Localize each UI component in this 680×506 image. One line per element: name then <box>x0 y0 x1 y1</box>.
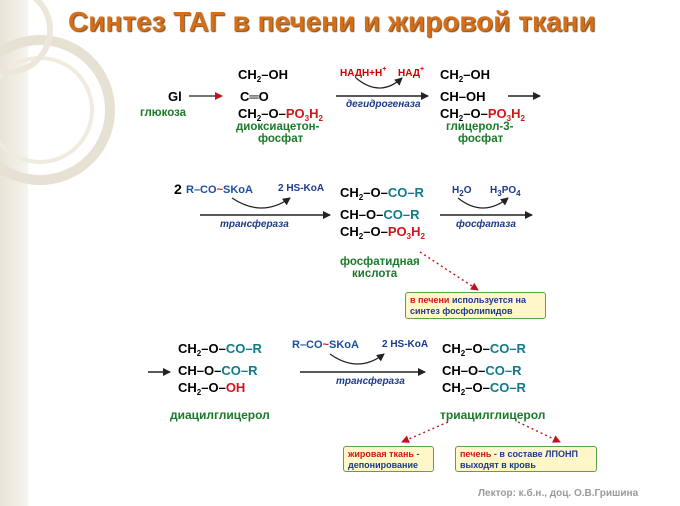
h3po4-label: H3PO4 <box>490 185 521 198</box>
nadh-label: НАДН+Н+ <box>340 66 387 79</box>
adipose-note: жировая ткань - депонирование <box>343 446 434 472</box>
phospholipid-note: в печени используется на синтез фосфолип… <box>405 292 546 319</box>
dhap-c2: C═O <box>240 89 269 104</box>
g3p-structure: CH2–OH CH–OH CH2–O–PO3H2 <box>440 66 525 127</box>
phosphatase-label: фосфатаза <box>456 219 516 230</box>
g3p-label-1: глицерол-3- <box>446 121 514 133</box>
note-rest: используется на <box>449 295 526 305</box>
tag-structure: CH2–O–CO–R CH–O–CO–R CH2–O–CO–R <box>442 340 526 401</box>
g3p-c1: CH2–OH <box>440 67 490 84</box>
transferase-label-1: трансфераза <box>220 219 289 230</box>
arrow-to-adipose <box>401 421 449 443</box>
dhap-label-2: фосфат <box>258 133 304 145</box>
dag-label: диацилглицерол <box>170 408 270 422</box>
pa-label-1: фосфатидная <box>340 256 420 268</box>
coef-2: 2 <box>174 181 182 197</box>
tag-c3: CH2–O–CO–R <box>442 380 526 397</box>
arrow-nadh-curve <box>355 77 403 89</box>
dag-c1: CH2–O–CO–R <box>178 341 262 358</box>
g3p-c2: CH–OH <box>440 89 486 104</box>
tag-c1: CH2–O–CO–R <box>442 341 526 358</box>
arrow-to-liver <box>517 421 561 443</box>
acyl-coa-1: R–CO~SKoA <box>186 184 253 196</box>
nad-label: НАД+ <box>398 66 425 79</box>
left-strip <box>0 0 28 506</box>
liver-mid: - в составе ЛПОНП <box>491 449 578 459</box>
dag-c2: CH–O–CO–R <box>178 363 258 378</box>
dhap-label-1: диоксиацетон- <box>236 121 320 133</box>
slide-title: Синтез ТАГ в печени и жировой ткани <box>68 6 596 37</box>
water-label: H2O <box>452 185 472 198</box>
hskoa-label-2: 2 HS-KoA <box>382 339 429 350</box>
arrow-to-phospholipid-note <box>419 251 479 291</box>
pa-c3: CH2–O–PO3H2 <box>340 224 425 241</box>
tag-c2: CH–O–CO–R <box>442 363 522 378</box>
pa-label-2: кислота <box>352 268 398 280</box>
gl-label: Gl <box>168 89 182 104</box>
footer-lecturer: Лектор: к.б.н., доц. О.В.Гришина <box>478 488 639 499</box>
adipose-line2: депонирование <box>348 460 419 470</box>
arrow-hskoa-curve-2 <box>329 353 385 365</box>
decor-ring-large <box>0 35 115 185</box>
pa-c2: CH–O–CO–R <box>340 207 420 222</box>
g3p-c3: CH2–O–PO3H2 <box>440 106 525 123</box>
arrow-hskoa-curve-1 <box>231 197 291 209</box>
dag-structure: CH2–O–CO–R CH–O–CO–R CH2–O–OH <box>178 340 262 401</box>
note-line2: синтез фосфолипидов <box>410 306 513 316</box>
arrow-water-curve <box>457 197 509 209</box>
adipose-rest: - <box>413 449 420 459</box>
glucose-label: глюкоза <box>140 107 187 119</box>
liver-note: печень - в составе ЛПОНП выходят в кровь <box>455 446 597 472</box>
transferase-label-2: трансфераза <box>336 376 405 387</box>
liver-line2: выходят в кровь <box>460 460 536 470</box>
tag-label: триацилглицерол <box>440 408 546 422</box>
note-liver: в печени <box>410 295 450 305</box>
g3p-label-2: фосфат <box>458 133 504 145</box>
adipose-red: жировая ткань <box>348 449 414 459</box>
hskoa-label-1: 2 HS-KoA <box>278 183 325 194</box>
dag-c3: CH2–O–OH <box>178 380 246 397</box>
dehydrogenase-label: дегидрогеназа <box>346 99 421 110</box>
liver-red: печень <box>460 449 492 459</box>
dhap-structure: CH2–OH C═O CH2–O–PO3H2 <box>238 66 323 127</box>
pa-structure: CH2–O–CO–R CH–O–CO–R CH2–O–PO3H2 <box>340 184 425 245</box>
decor-ring-top <box>0 0 53 75</box>
acyl-coa-2: R–CO~SKoA <box>292 339 359 351</box>
pa-c1: CH2–O–CO–R <box>340 185 424 202</box>
dhap-c1: CH2–OH <box>238 67 288 84</box>
dhap-c3: CH2–O–PO3H2 <box>238 106 323 123</box>
